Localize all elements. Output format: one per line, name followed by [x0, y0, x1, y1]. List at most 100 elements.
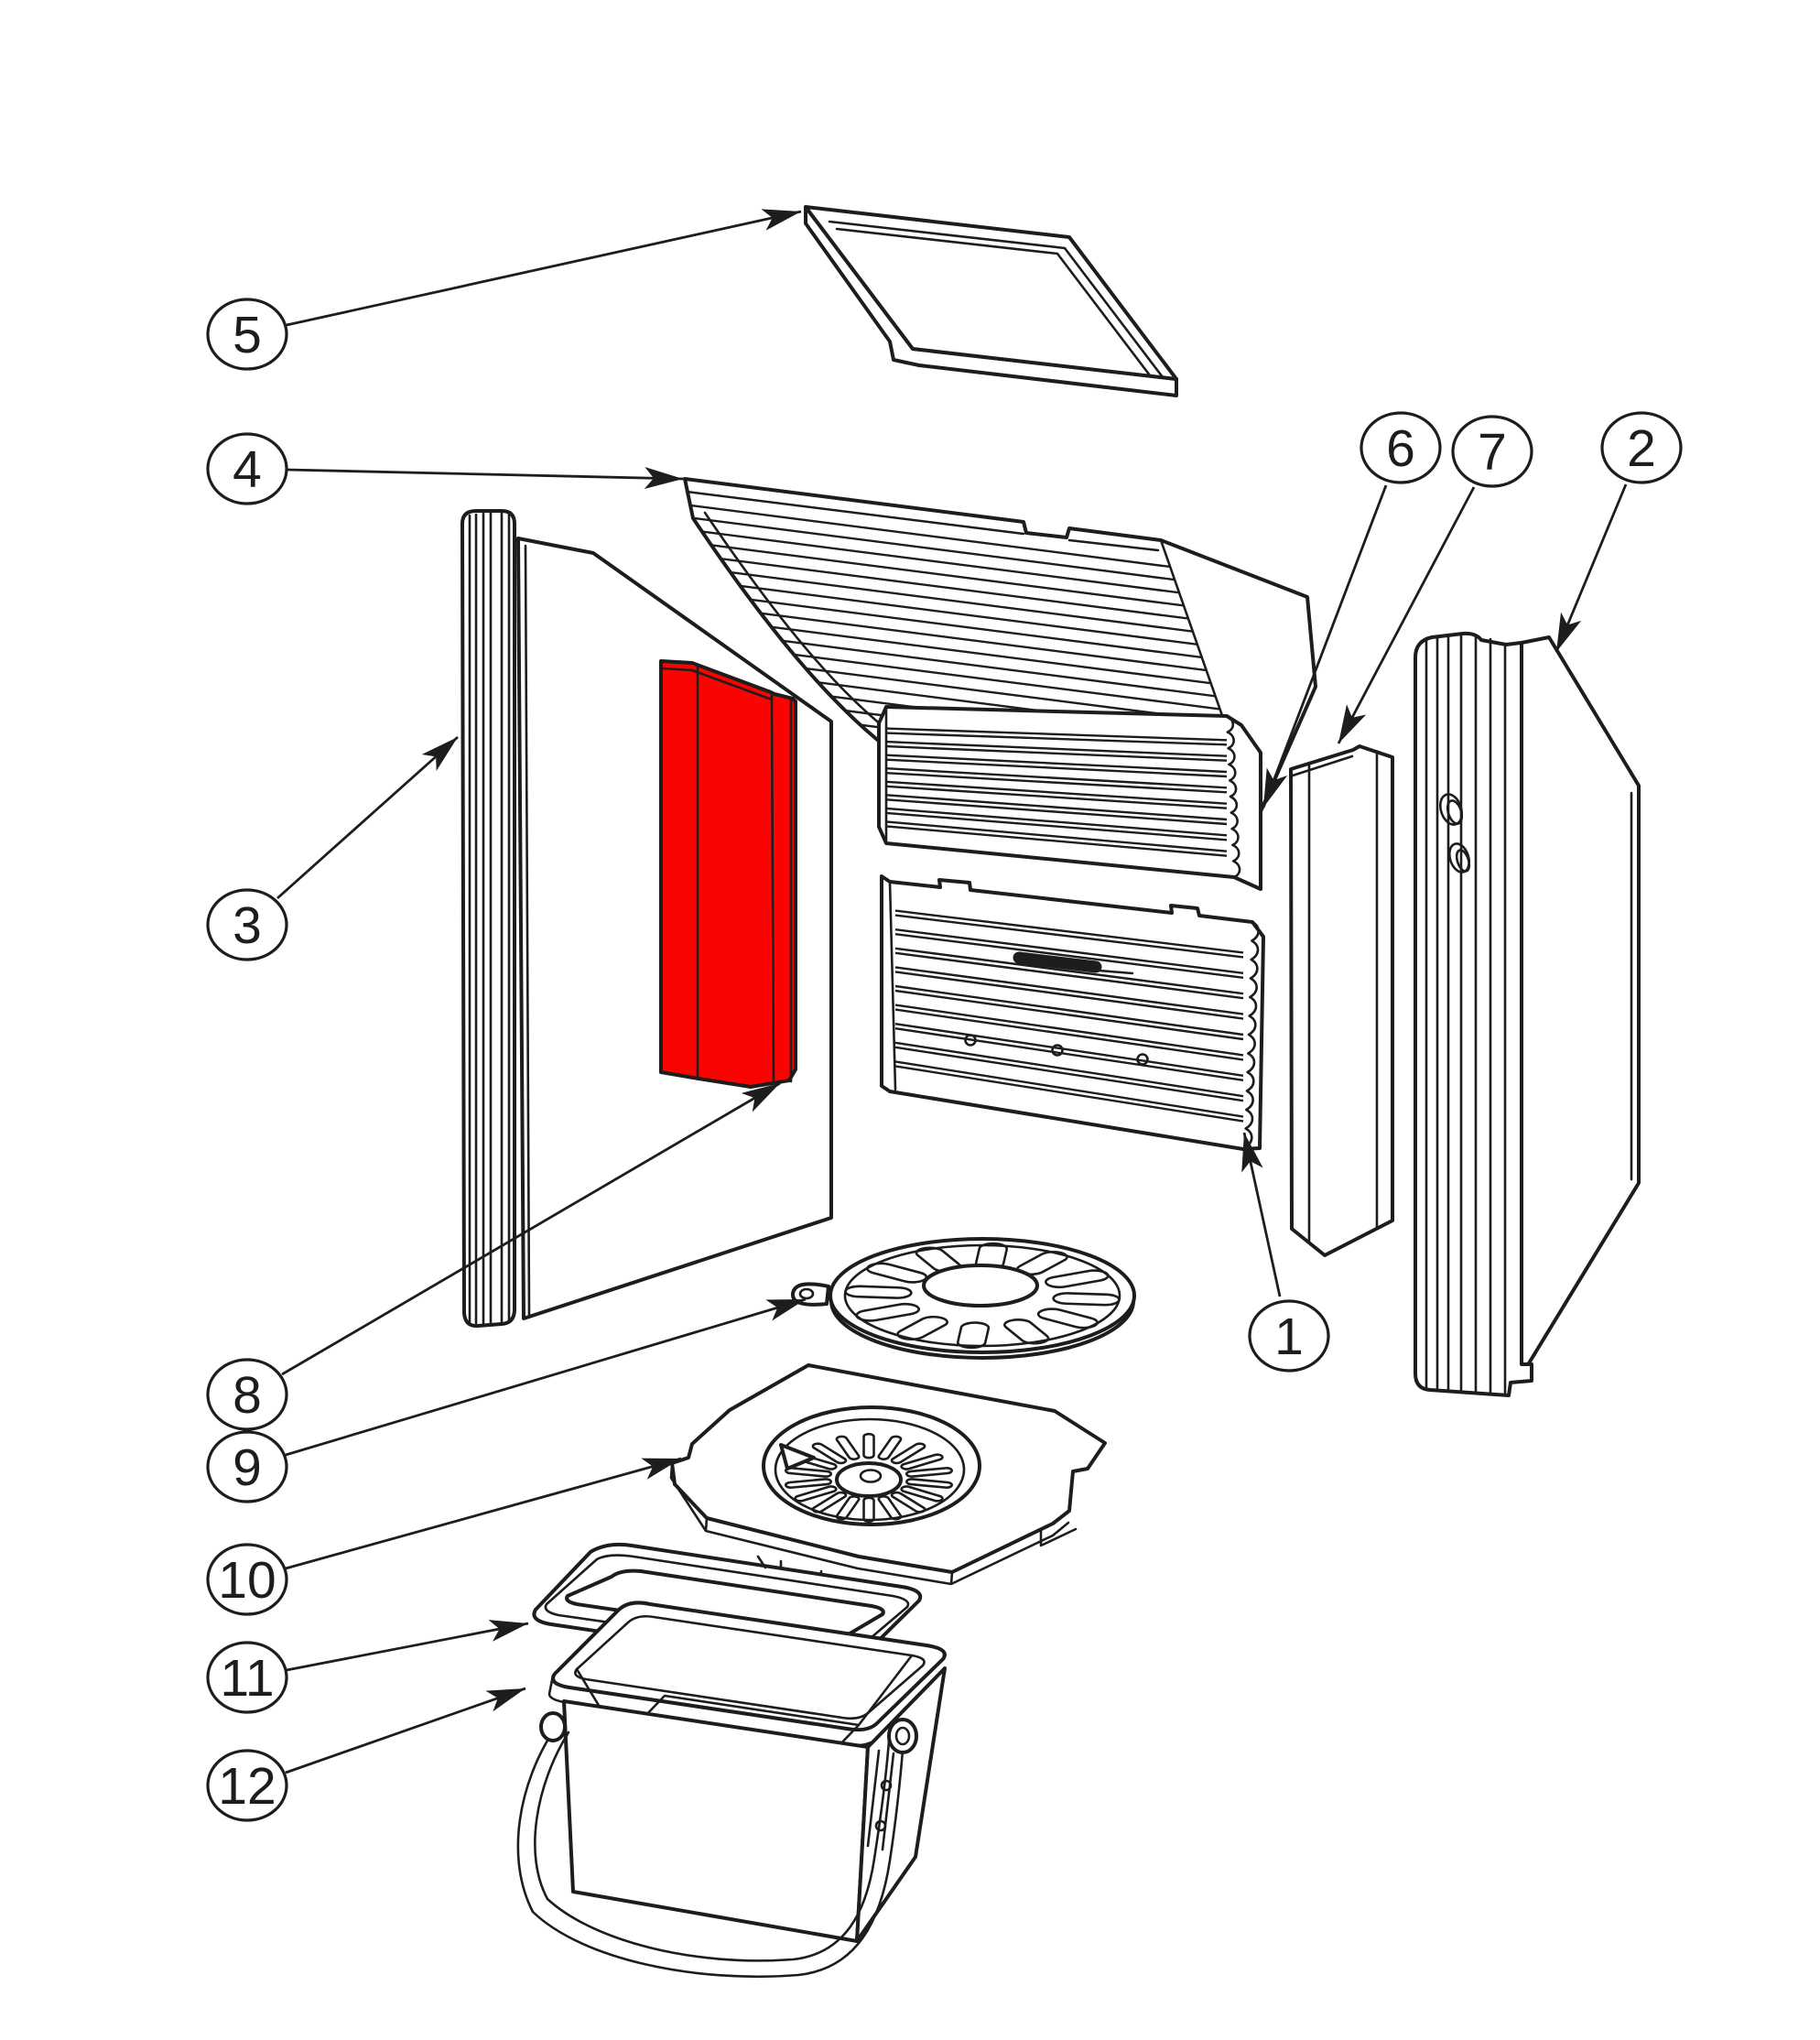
- callout-10-label: 10: [218, 1551, 276, 1610]
- leader-5: [286, 209, 802, 327]
- callout-12-label: 12: [218, 1757, 276, 1816]
- part-12-ash-pan: [516, 1601, 947, 1979]
- top-plate-rim-line-2: [835, 227, 1152, 377]
- left-panel-column-flutes: [468, 510, 511, 1326]
- callout-7-circle: [1451, 415, 1533, 488]
- left-panel-bevel-line: [524, 544, 531, 1317]
- lower-brick-ribs: [894, 909, 1244, 1123]
- leader-10: [285, 1457, 682, 1570]
- callout-9-circle: [206, 1430, 288, 1503]
- callout-4-label: 4: [233, 440, 262, 499]
- handle-right-pivot-inner: [894, 1726, 911, 1746]
- callout-7: 7: [1451, 415, 1533, 488]
- ash-pan-right-face: [855, 1666, 947, 1943]
- callout-5-circle: [206, 298, 288, 371]
- ash-frame-seam: [756, 1555, 767, 1569]
- lower-brick-hole-3: [1136, 1053, 1149, 1066]
- callout-1-label: 1: [1274, 1308, 1304, 1366]
- callout-10-circle: [206, 1543, 288, 1616]
- callout-3: 3: [206, 888, 288, 961]
- leader-3: [276, 735, 459, 900]
- side-brick-red-body: [659, 659, 797, 1089]
- part-6-upper-back-brick: [877, 705, 1262, 891]
- callout-6-circle: [1360, 411, 1442, 484]
- right-panel-edge-column: [1414, 631, 1533, 1397]
- callout-12-circle: [206, 1749, 288, 1822]
- leader-1: [1241, 1132, 1282, 1297]
- handle-outer-tube: [516, 1727, 905, 1979]
- right-panel-face: [1520, 635, 1641, 1377]
- callout-9: 9: [206, 1430, 288, 1503]
- callout-6: 6: [1360, 411, 1442, 484]
- part-5-top-plate: [804, 205, 1178, 397]
- handle-right-strap: [866, 1749, 895, 1851]
- ash-pan-rim-inner: [574, 1614, 926, 1720]
- leader-11: [286, 1620, 529, 1672]
- callout-1: 1: [1248, 1299, 1330, 1373]
- lower-brick-slot: [1013, 951, 1102, 973]
- callout-6-label: 6: [1386, 419, 1415, 478]
- callout-8-label: 8: [233, 1366, 262, 1425]
- callout-7-label: 7: [1478, 423, 1507, 482]
- top-plate-face: [804, 205, 1178, 381]
- right-panel-column-flutes: [1425, 633, 1507, 1394]
- leader-4: [287, 467, 684, 490]
- bottom-plate-thickness: [669, 1463, 1078, 1597]
- right-brick-panel-lines: [1291, 751, 1379, 1242]
- ash-pan-rim: [551, 1601, 947, 1732]
- upper-brick-wavy-end: [1225, 714, 1241, 879]
- leader-6: [1262, 484, 1388, 808]
- ash-pan-handle: [516, 1711, 918, 1979]
- callout-11-circle: [206, 1641, 288, 1714]
- handle-right-pivot: [887, 1718, 918, 1754]
- part-9-rotary-grate: [791, 1237, 1136, 1360]
- grate-hub: [922, 1264, 1039, 1308]
- callout-12: 12: [206, 1749, 288, 1822]
- leader-9: [285, 1297, 807, 1457]
- leader-lines: [276, 209, 1628, 1774]
- callout-9-label: 9: [233, 1438, 262, 1497]
- callout-11-label: 11: [220, 1649, 274, 1708]
- callout-4: 4: [206, 432, 288, 505]
- part-10-bottom-plate: [669, 1363, 1107, 1597]
- grate-slots: [844, 1243, 1120, 1349]
- handle-left-pivot: [539, 1711, 567, 1742]
- leader-8: [281, 1081, 781, 1376]
- handle-inner-tube: [534, 1731, 891, 1962]
- lower-brick-slot-ledge: [1097, 969, 1134, 975]
- callout-11: 11: [206, 1641, 288, 1714]
- baffle-top-strip: [685, 490, 1160, 552]
- panel-hole-lower-inner: [1455, 849, 1471, 873]
- upper-brick-ribs: [885, 727, 1228, 857]
- part-7-right-side-brick: [1289, 744, 1394, 1257]
- lower-brick-wavy-end: [1243, 920, 1260, 1149]
- bottom-plate-pointer-tab: [779, 1443, 816, 1470]
- lower-brick-hole-2: [1051, 1044, 1064, 1057]
- callout-2-label: 2: [1627, 419, 1656, 478]
- panel-hole-upper-inner: [1446, 799, 1464, 825]
- lower-brick-left-bevel: [888, 880, 897, 1091]
- bottom-grate-hub: [835, 1461, 903, 1498]
- leader-7: [1337, 486, 1476, 744]
- callout-10: 10: [206, 1543, 288, 1616]
- callout-3-circle: [206, 888, 288, 961]
- part-1-lower-back-brick: [880, 874, 1265, 1151]
- right-panel-holes: [1438, 793, 1471, 874]
- callout-8-circle: [206, 1358, 288, 1431]
- bottom-plate-recess-inner: [774, 1417, 966, 1522]
- bottom-grate-hub-hole: [859, 1469, 883, 1483]
- leader-2: [1555, 483, 1628, 653]
- callout-1-circle: [1248, 1299, 1330, 1373]
- bottom-grate-slots: [785, 1434, 952, 1522]
- callout-5-label: 5: [233, 306, 262, 364]
- lower-brick-hole-1: [964, 1034, 977, 1047]
- side-brick-panel-lines: [661, 663, 793, 1085]
- callout-2: 2: [1600, 411, 1683, 484]
- callout-2-circle: [1600, 411, 1683, 484]
- handle-strap-bolt-2: [874, 1819, 887, 1832]
- top-plate-rim-line-1: [828, 220, 1165, 379]
- callout-4-circle: [206, 432, 288, 505]
- right-brick-outline: [1289, 744, 1394, 1257]
